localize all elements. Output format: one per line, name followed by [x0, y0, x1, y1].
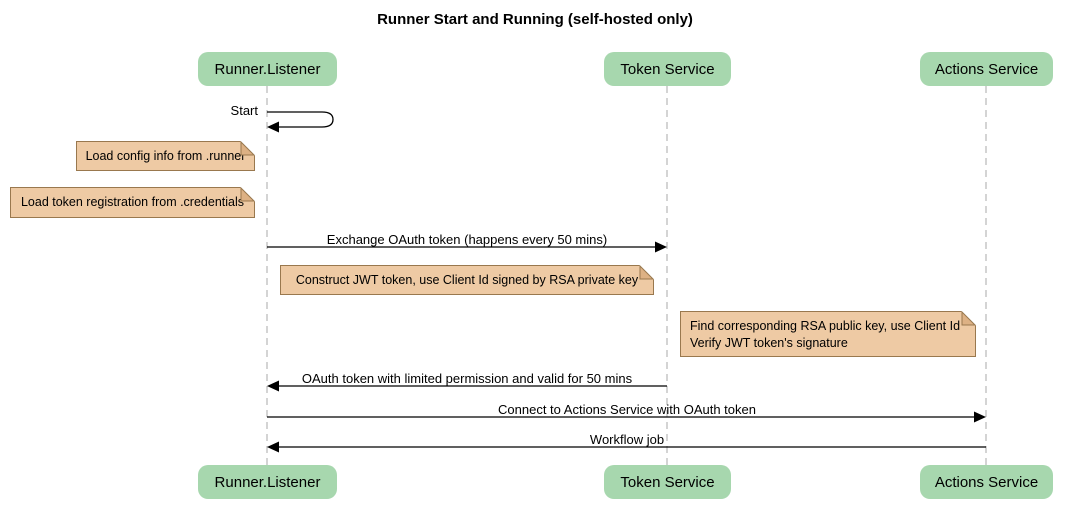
message-oauth-return-arrowhead-icon	[267, 380, 279, 392]
participant-runner-listener-top: Runner.Listener	[198, 52, 337, 86]
note-construct-jwt-text: Construct JWT token, use Client Id signe…	[295, 273, 639, 287]
note-fold-icon	[240, 141, 255, 156]
note-verify-jwt-line2: Verify JWT token's signature	[690, 336, 848, 350]
note-verify-jwt-line1: Find corresponding RSA public key, use C…	[690, 319, 961, 333]
participant-runner-listener-bottom: Runner.Listener	[198, 465, 337, 499]
self-message-start-line	[267, 111, 334, 128]
self-message-start-label: Start	[230, 103, 258, 118]
message-exchange-oauth-label: Exchange OAuth token (happens every 50 m…	[326, 232, 608, 247]
participant-actions-service-bottom: Actions Service	[920, 465, 1053, 499]
participant-actions-service-top: Actions Service	[920, 52, 1053, 86]
participant-token-service-top: Token Service	[604, 52, 731, 86]
note-fold-icon	[240, 187, 255, 202]
message-connect-label: Connect to Actions Service with OAuth to…	[498, 402, 756, 417]
message-workflow-job-label: Workflow job	[589, 432, 665, 447]
note-construct-jwt: Construct JWT token, use Client Id signe…	[280, 265, 654, 295]
note-load-credentials-text: Load token registration from .credential…	[20, 195, 245, 209]
note-fold-icon	[961, 311, 976, 326]
note-verify-jwt: Find corresponding RSA public key, use C…	[680, 311, 976, 357]
message-workflow-job-arrowhead-icon	[267, 441, 279, 453]
message-oauth-return-label: OAuth token with limited permission and …	[301, 371, 633, 386]
participant-token-service-bottom: Token Service	[604, 465, 731, 499]
note-load-config: Load config info from .runner	[76, 141, 255, 171]
note-fold-icon	[639, 265, 654, 280]
diagram-title: Runner Start and Running (self-hosted on…	[377, 11, 693, 28]
note-load-config-text: Load config info from .runner	[85, 149, 246, 163]
note-load-credentials: Load token registration from .credential…	[10, 187, 255, 218]
self-message-start-arrowhead-icon	[267, 121, 279, 133]
message-connect-arrowhead-icon	[974, 411, 986, 423]
message-exchange-oauth-arrowhead-icon	[655, 241, 667, 253]
